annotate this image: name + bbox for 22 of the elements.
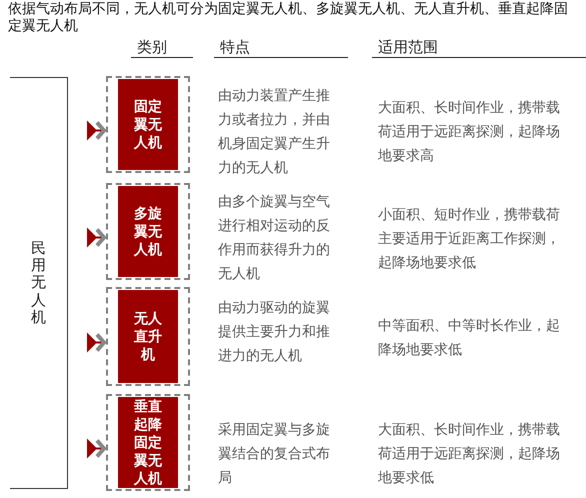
category-name: 垂直起降固定翼无人机 bbox=[133, 398, 163, 488]
column-header: 类别 bbox=[131, 38, 193, 58]
title: 依据气动布局不同，无人机可分为固定翼无人机、多旋翼无人机、无人直升机、垂直起降固定翼无人机 bbox=[8, 1, 569, 35]
scope-text: 小面积、短时作业，携带载荷主要适用于近距离工作探测，起降场地要求低 bbox=[378, 206, 561, 273]
scope-text: 中等面积、中等时长作业，起降场地要求低 bbox=[378, 317, 561, 360]
column-header: 特点 bbox=[214, 38, 348, 58]
bracket bbox=[10, 77, 68, 489]
dashed-frame bbox=[106, 183, 190, 280]
scope-text: 大面积、长时间作业，携带载荷适用于远距离探测，起降场地要求高 bbox=[378, 99, 561, 166]
category-name: 无人直升机 bbox=[133, 310, 163, 364]
feature-text: 由多个旋翼与空气进行相对运动的反作用而获得升力的无人机 bbox=[218, 193, 331, 284]
column-header: 适用范围 bbox=[372, 38, 586, 58]
dashed-frame bbox=[106, 287, 190, 386]
category-label: 民用无人机 bbox=[31, 240, 46, 326]
feature-text: 由动力装置产生推力或者拉力，并由机身固定翼产生升力的无人机 bbox=[218, 87, 331, 178]
dashed-frame bbox=[106, 394, 190, 491]
scope-text: 大面积、长时间作业，携带载荷适用于远距离探测，起降场地要求低 bbox=[378, 421, 561, 488]
feature-text: 由动力驱动的旋翼提供主要升力和推进力的无人机 bbox=[218, 299, 331, 366]
category-name: 多旋翼无人机 bbox=[133, 204, 163, 258]
feature-text: 采用固定翼与多旋翼结合的复合式布局 bbox=[218, 421, 331, 488]
dashed-frame bbox=[106, 76, 190, 173]
category-name: 固定翼无人机 bbox=[133, 98, 163, 152]
